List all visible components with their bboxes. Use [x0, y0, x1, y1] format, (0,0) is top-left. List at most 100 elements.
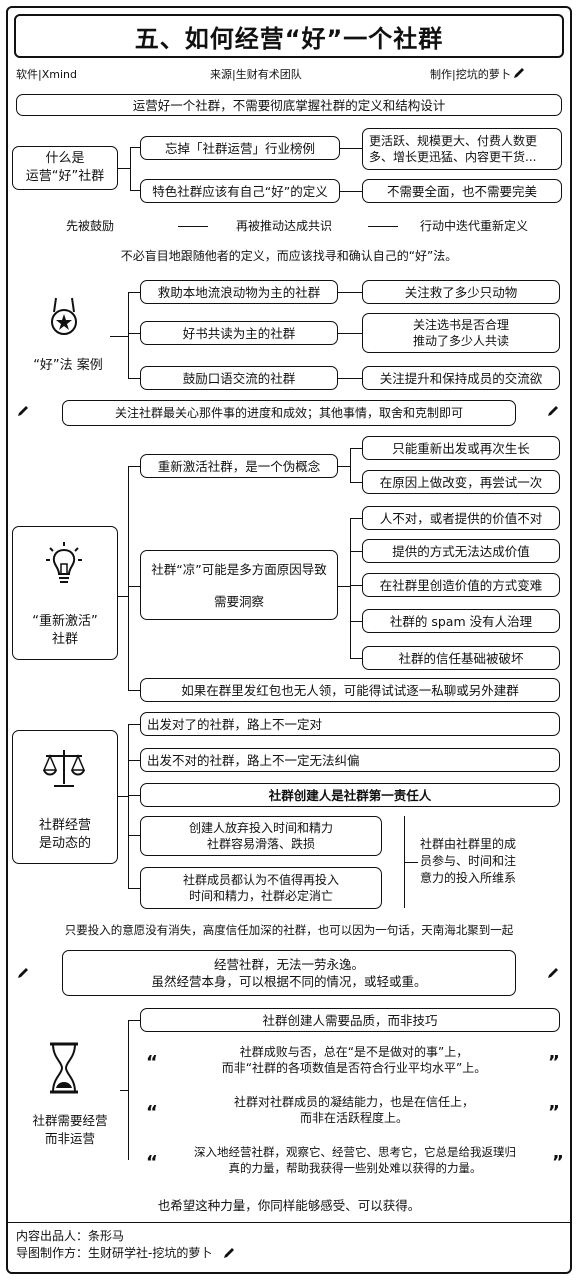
pencil-icon: [548, 968, 558, 978]
open-quote-icon: “: [146, 1052, 158, 1073]
quote-text: 社群对社群成员的凝结能力，也是在信任上， 而非在活跃程度上。: [233, 1095, 474, 1125]
note-follow-own: 不必盲目地跟随他者的定义，而应该找寻和确认自己的“好”法。: [120, 249, 458, 263]
connector: [118, 796, 128, 797]
flow-step-3: 行动中迭代重新定义: [420, 219, 529, 233]
dynamic-summary: 社群由社群里的成 员参与、时间和注 意力的投入所维系: [420, 837, 517, 885]
connector: [340, 148, 362, 149]
lightbulb-icon: [46, 542, 82, 583]
connector: [118, 168, 130, 169]
pencil-icon: [18, 968, 28, 978]
footer-author: 导图制作方：生财研学社-挖坑的萝卜: [16, 1246, 213, 1260]
connector: [128, 333, 140, 334]
flow-step-2: 再被推动达成共识: [236, 219, 333, 233]
case-row-left: 鼓励口语交流的社群: [140, 366, 338, 390]
connector: [128, 690, 140, 691]
connector: [350, 518, 362, 519]
dynamic-item: 出发不对的社群，路上不一定无法纠偏: [140, 748, 560, 772]
footer-content-owner: 内容出品人：条形马: [16, 1229, 125, 1243]
cold-cause-text: 社群“凉”可能是多方面原因导致: [151, 561, 327, 577]
connector: [404, 862, 418, 863]
quality-node: 社群创建人需要品质，而非技巧: [140, 1008, 560, 1032]
connector: [128, 724, 129, 888]
connector: [350, 482, 362, 483]
sec3-label-2: 社群: [51, 632, 78, 647]
reason-item: 社群的信任基础被破坏: [362, 646, 560, 670]
sec1-label-2: 运营“好”社群: [25, 169, 105, 184]
sec3-label-1: “重新激活”: [32, 614, 98, 629]
sec5-label-2: 而非运营: [44, 1131, 95, 1146]
reactivate-node: 重新激活社群，是一个伪概念: [140, 454, 338, 478]
close-quote-icon: ”: [548, 1052, 560, 1073]
reason-item: 提供的方式无法达成价值: [362, 539, 560, 563]
connector: [338, 333, 362, 334]
page-frame: [6, 6, 572, 1274]
sec1-node-b: 特色社群应该有自己“好”的定义: [140, 179, 340, 203]
reason-item: 在社群里创造价值的方式变难: [362, 573, 560, 597]
flow-step-1: 先被鼓励: [66, 219, 115, 233]
connector: [130, 147, 131, 190]
close-quote-icon: ”: [552, 1152, 564, 1173]
connector: [128, 292, 129, 378]
open-quote-icon: “: [146, 1102, 158, 1123]
connector: [128, 466, 129, 690]
connector: [350, 621, 362, 622]
connector: [350, 551, 362, 552]
connector: [128, 835, 140, 836]
sec1-label-1: 什么是: [45, 151, 85, 166]
connector: [338, 292, 362, 293]
sec4-label-1: 社群经营: [38, 818, 91, 833]
dynamic-item: 社群成员都认为不值得再投入 时间和精力，社群必定消亡: [140, 867, 382, 909]
meta-software: 软件|Xmind: [16, 68, 77, 81]
dynamic-item: 社群创建人是社群第一责任人: [140, 783, 560, 807]
flow-dash: [368, 226, 398, 227]
cold-cause-insight: 需要洞察: [213, 593, 264, 609]
pencil-icon: [224, 1248, 234, 1258]
balance-scale-icon: [42, 750, 86, 787]
reactivate-detail: 只能重新出发或再次生长: [362, 436, 560, 460]
connector: [338, 466, 350, 467]
sec3-category: “重新激活” 社群: [12, 526, 118, 660]
connector: [130, 147, 140, 148]
pencil-icon: [514, 68, 524, 78]
sec4-category: 社群经营 是动态的: [12, 730, 118, 864]
case-row-right: 关注选书是否合理 推动了多少人共读: [362, 313, 560, 353]
connector: [110, 336, 128, 337]
connector: [128, 292, 140, 293]
sec2-label: “好”法 案例: [33, 358, 103, 373]
meta-source: 来源|生财有术团队: [210, 68, 302, 81]
case-row-left: 救助本地流浪动物为主的社群: [140, 280, 338, 304]
connector: [128, 760, 140, 761]
note-trust: 只要投入的意愿没有消失，高度信任加深的社群，也可以因为一句话，天南海北聚到一起: [64, 923, 514, 937]
case-row-right: 关注提升和保持成员的交流欲: [362, 366, 560, 390]
footer-divider: [6, 1222, 572, 1223]
connector: [128, 1020, 129, 1160]
sec5-category: 社群需要经营 而非运营: [16, 1112, 124, 1148]
page-title: 五、如何经营“好”一个社群: [14, 14, 564, 58]
quote-text: 社群成败与否，总在“是不是做对的事”上， 而非“社群的各项数值是否符合行业平均水…: [221, 1045, 487, 1075]
connector: [338, 378, 362, 379]
flow-dash: [178, 226, 208, 227]
sec4-label-2: 是动态的: [38, 836, 91, 851]
connector: [130, 190, 140, 191]
reason-item: 社群的 spam 没有人治理: [362, 609, 560, 633]
case-row-left: 好书共读为主的社群: [140, 321, 338, 345]
connector: [120, 1090, 128, 1091]
pencil-icon: [18, 406, 28, 416]
intro-bar: 运营好一个社群，不需要彻底掌握社群的定义和结构设计: [16, 94, 562, 116]
motto-line-1: 经营社群，无法一劳永逸。: [213, 957, 364, 972]
sec1-node-b-detail: 不需要全面，也不需要完美: [362, 179, 562, 203]
pencil-icon: [548, 406, 558, 416]
reason-item: 人不对，或者提供的价值不对: [362, 506, 560, 530]
sec1-node-a: 忘掉「社群运营」行业榜例: [140, 136, 340, 160]
case-row-right: 关注救了多少只动物: [362, 280, 560, 304]
cold-cause-node: 社群“凉”可能是多方面原因导致 需要洞察: [140, 550, 338, 620]
closing-line: 也希望这种力量，你同样能够感受、可以获得。: [157, 1198, 421, 1213]
sec5-label-1: 社群需要经营: [32, 1113, 108, 1128]
sec1-node-a-detail: 更活跃、规模更大、付费人数更多、增长更迅猛、内容更干货...: [362, 128, 562, 170]
connector: [128, 378, 140, 379]
connector: [350, 585, 362, 586]
meta-maker: 制作|挖坑的萝卜: [430, 68, 511, 81]
reactivate-detail: 在原因上做改变，再尝试一次: [362, 470, 560, 494]
hourglass-icon: [50, 1042, 78, 1094]
connector: [118, 596, 128, 597]
